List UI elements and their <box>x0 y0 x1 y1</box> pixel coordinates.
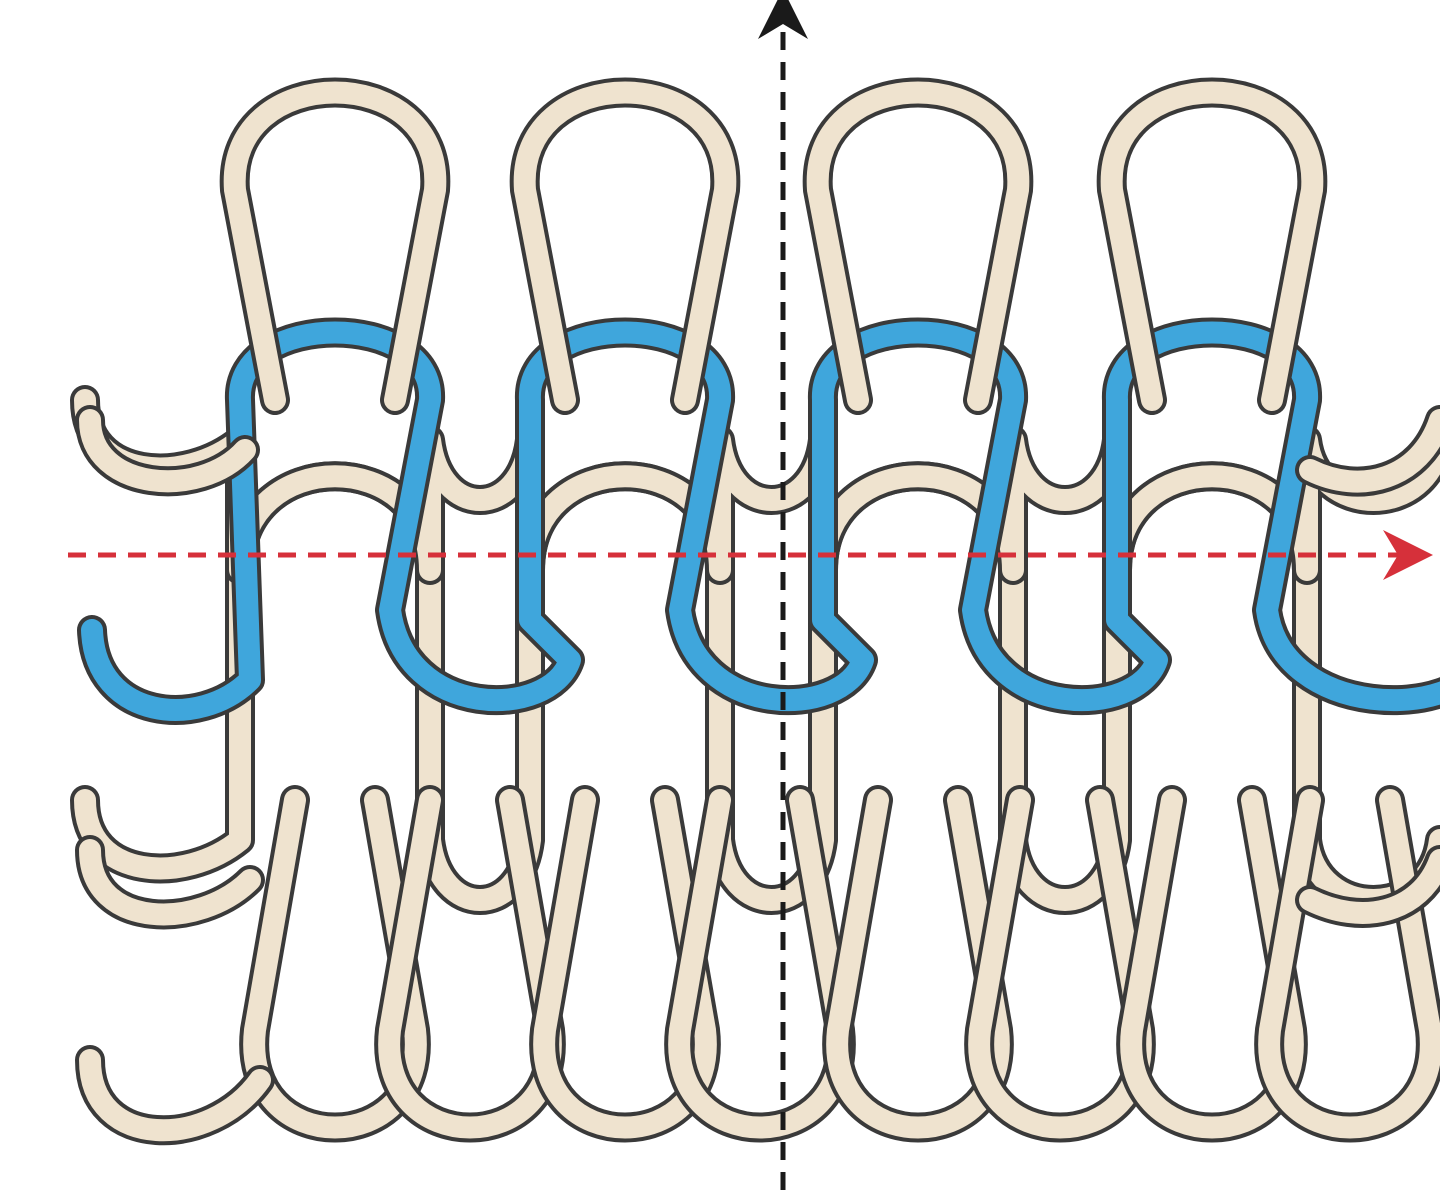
top-loop-1 <box>219 77 451 415</box>
top-loop-3 <box>802 77 1034 415</box>
left-hook-top <box>75 405 260 497</box>
left-hook-bottom <box>75 1045 275 1146</box>
top-loop-2 <box>509 77 741 415</box>
left-hook-top-fill <box>79 409 256 493</box>
bottom-loop-3-fill <box>533 789 717 1139</box>
top-loop-4-fill <box>1100 81 1324 411</box>
bottom-loop-8 <box>1254 785 1440 1143</box>
top-loop-1-fill <box>223 81 447 411</box>
blue-course-yarn-fill <box>81 321 1440 721</box>
blue-course-yarn <box>77 317 1440 725</box>
knit-lower-layer <box>70 385 1440 1146</box>
right-hook-middle-fill <box>1299 849 1440 924</box>
bottom-loop-3 <box>529 785 721 1143</box>
top-loop-3-fill <box>806 81 1030 411</box>
bottom-loop-8-fill <box>1258 789 1440 1139</box>
left-hook-bottom-fill <box>79 1049 271 1142</box>
right-hook-top-fill <box>1299 409 1440 493</box>
highlighted-course-layer <box>77 317 1440 725</box>
top-loop-4 <box>1096 77 1328 415</box>
middle-course-yarn-fill <box>74 389 1440 581</box>
bottom-loop-7-fill <box>1120 789 1304 1139</box>
middle-course-yarn <box>70 385 1440 585</box>
right-hook-middle <box>1295 845 1440 928</box>
left-hook-middle-fill <box>79 839 261 926</box>
knit-upper-layer <box>75 77 1440 928</box>
top-loop-2-fill <box>513 81 737 411</box>
direction-arrows <box>68 0 1433 1190</box>
blue-course-yarn-outline <box>77 317 1440 725</box>
left-hook-middle <box>75 835 265 930</box>
right-hook-top <box>1295 405 1440 497</box>
bottom-loop-7 <box>1116 785 1308 1143</box>
